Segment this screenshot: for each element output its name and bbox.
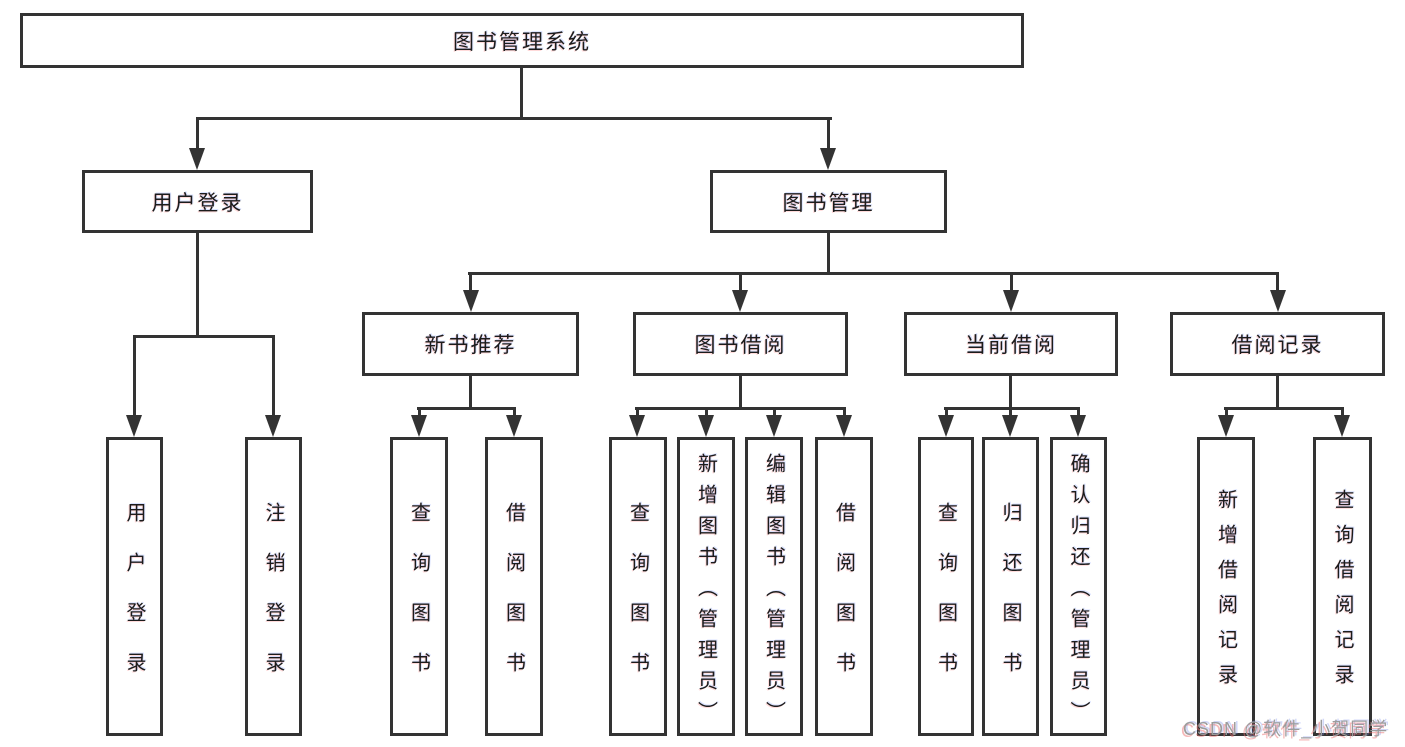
connector-line	[468, 272, 1279, 275]
connector-line	[944, 407, 1080, 410]
arrow-down-icon	[1070, 415, 1086, 437]
connector-line	[272, 335, 275, 416]
arrow-down-icon	[698, 415, 714, 437]
connector-line	[827, 117, 830, 150]
connector-line	[1010, 272, 1013, 292]
connector-line	[418, 407, 421, 417]
connector-line	[773, 407, 776, 417]
connector-line	[196, 117, 832, 120]
connector-line	[1225, 407, 1228, 417]
leaf-user-login: 用户登录	[106, 437, 163, 736]
arrow-down-icon	[766, 415, 782, 437]
connector-line	[635, 407, 846, 410]
arrow-down-icon	[1002, 415, 1018, 437]
leaf-nbr-query-book: 查询图书	[390, 437, 448, 736]
arrow-down-icon	[265, 415, 281, 437]
connector-line	[945, 407, 948, 417]
connector-line	[469, 272, 472, 292]
arrow-down-icon	[463, 290, 479, 312]
arrow-down-icon	[820, 148, 836, 170]
connector-line	[705, 407, 708, 417]
connector-line	[196, 117, 199, 150]
connector-line	[827, 233, 830, 274]
connector-line	[513, 407, 516, 417]
connector-line	[417, 407, 516, 410]
watermark: CSDN @软件_小贺同学	[1183, 719, 1389, 739]
arrow-down-icon	[126, 415, 142, 437]
arrow-down-icon	[189, 148, 205, 170]
arrow-down-icon	[506, 415, 522, 437]
leaf-bb-add-book-admin: 新增图书（管理员）	[677, 437, 735, 736]
leaf-nbr-borrow-book: 借阅图书	[485, 437, 543, 736]
leaf-cb-confirm-return-admin: 确认归还（管理员）	[1050, 437, 1107, 736]
arrow-down-icon	[938, 415, 954, 437]
leaf-br-add-record: 新增借阅记录	[1197, 437, 1255, 736]
leaf-bb-query-book: 查询图书	[609, 437, 667, 736]
arrow-down-icon	[411, 415, 427, 437]
leaf-bb-edit-book-admin: 编辑图书（管理员）	[745, 437, 803, 736]
connector-line	[1224, 407, 1344, 410]
connector-line	[520, 68, 523, 119]
connector-line	[1077, 407, 1080, 417]
node-book-borrow: 图书借阅	[633, 312, 848, 376]
node-borrow-record: 借阅记录	[1170, 312, 1385, 376]
node-current-borrow: 当前借阅	[904, 312, 1118, 376]
arrow-down-icon	[1218, 415, 1234, 437]
arrow-down-icon	[1270, 290, 1286, 312]
connector-line	[133, 335, 136, 416]
connector-line	[739, 376, 742, 408]
leaf-cb-query-book: 查询图书	[918, 437, 974, 736]
leaf-cb-return-book: 归还图书	[982, 437, 1039, 736]
connector-line	[843, 407, 846, 417]
arrow-down-icon	[836, 415, 852, 437]
leaf-bb-borrow-book: 借阅图书	[815, 437, 873, 736]
node-book-management: 图书管理	[710, 170, 947, 233]
connector-line	[636, 407, 639, 417]
node-new-book-recommend: 新书推荐	[362, 312, 579, 376]
arrow-down-icon	[1334, 415, 1350, 437]
connector-line	[1276, 272, 1279, 292]
arrow-down-icon	[732, 290, 748, 312]
connector-line	[1341, 407, 1344, 417]
connector-line	[1276, 376, 1279, 408]
connector-line	[133, 335, 275, 338]
arrow-down-icon	[1003, 290, 1019, 312]
node-library-system: 图书管理系统	[20, 13, 1024, 68]
connector-line	[469, 376, 472, 408]
connector-line	[1009, 407, 1012, 417]
leaf-br-query-record: 查询借阅记录	[1313, 437, 1372, 736]
connector-line	[739, 272, 742, 292]
connector-line	[196, 233, 199, 335]
arrow-down-icon	[629, 415, 645, 437]
node-user-login: 用户登录	[82, 170, 313, 233]
leaf-logout: 注销登录	[245, 437, 302, 736]
connector-line	[1009, 376, 1012, 408]
